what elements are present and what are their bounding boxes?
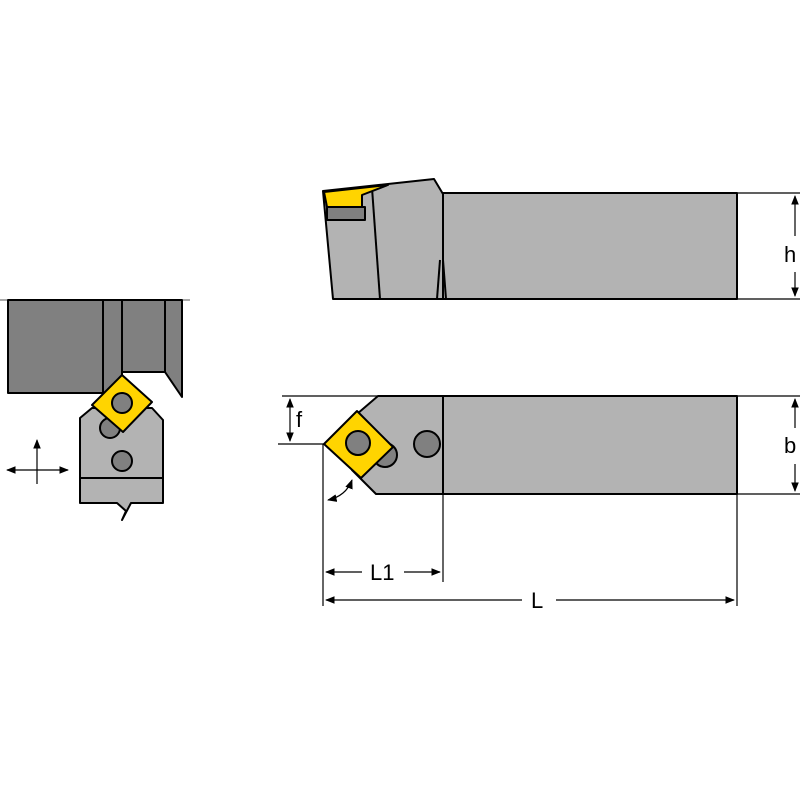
dim-L1-label: L1 bbox=[370, 560, 394, 585]
workpiece-shoulder bbox=[121, 299, 166, 373]
shank bbox=[442, 192, 738, 300]
shim bbox=[326, 206, 366, 221]
workpiece-block bbox=[7, 299, 104, 394]
dim-h-label: h bbox=[784, 242, 796, 267]
shank-plan bbox=[442, 395, 738, 495]
dim-L-label: L bbox=[531, 588, 543, 613]
side-detail-view bbox=[0, 299, 190, 521]
angle-arrow-icon bbox=[327, 479, 353, 502]
workpiece-edge bbox=[164, 299, 183, 398]
dimensions: h b f L1 L bbox=[278, 192, 800, 613]
dim-b-label: b bbox=[784, 433, 796, 458]
screw-hole bbox=[111, 450, 133, 472]
insert-side bbox=[323, 184, 389, 208]
screw-hole bbox=[413, 430, 441, 458]
insert-hole bbox=[111, 392, 133, 414]
dim-f-label: f bbox=[296, 407, 303, 432]
move-arrows-icon bbox=[6, 439, 69, 484]
insert-hole bbox=[345, 430, 371, 456]
plan-view bbox=[323, 395, 738, 495]
front-view bbox=[322, 178, 738, 300]
